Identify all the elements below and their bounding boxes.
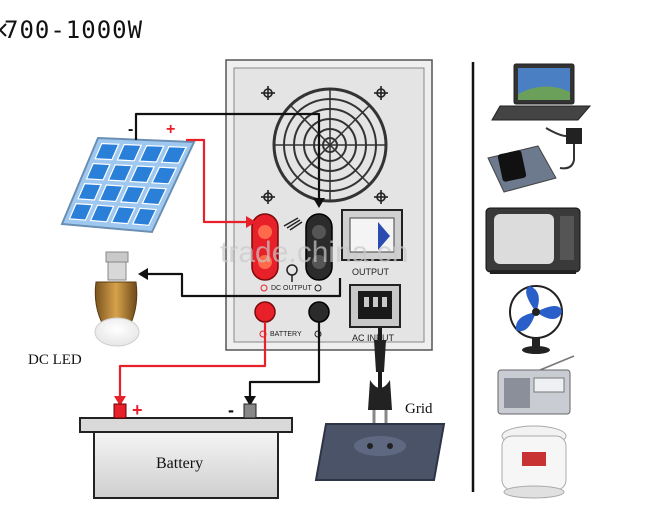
solar-cell — [141, 187, 168, 206]
switch-icon — [283, 217, 303, 282]
wiring — [114, 112, 342, 406]
battery-negative-terminal[interactable] — [308, 301, 330, 323]
fan-icon — [509, 285, 563, 354]
watermark: trade.china.cn — [220, 236, 408, 269]
solar-cell — [119, 185, 146, 204]
battery-icon — [79, 403, 293, 499]
solar-cell — [68, 202, 94, 221]
phone-charger-icon — [487, 127, 582, 193]
solar-cell — [85, 162, 111, 181]
output-label: OUTPUT — [352, 267, 390, 277]
solar-cell — [138, 144, 165, 163]
radio-icon — [497, 355, 575, 415]
solar-cell — [160, 145, 188, 164]
laptop-icon — [491, 63, 592, 121]
solar-cell — [77, 182, 102, 201]
dc-output-label: DC OUTPUT — [271, 285, 313, 292]
solar-cell — [116, 143, 143, 162]
tv-icon — [485, 207, 581, 274]
inverter-unit: DC OUTPUT BATTERY OUTPUT AC INPUT — [225, 59, 433, 351]
solar-cell — [107, 164, 133, 182]
solar-plus-label: + — [166, 121, 175, 138]
screw-icons — [261, 86, 388, 204]
battery-plus-label: + — [132, 400, 143, 420]
minus-marker-icon — [314, 284, 322, 292]
wall-socket-icon — [314, 423, 446, 481]
page-title: 700-1000W — [4, 16, 143, 44]
fan-guard-icon — [272, 87, 388, 203]
battery-terminal-label: BATTERY — [270, 331, 302, 338]
rice-cooker-icon — [501, 425, 567, 499]
solar-cell — [94, 142, 120, 161]
solar-cell — [131, 207, 158, 226]
solar-cell — [98, 184, 124, 203]
dc-led-label: DC LED — [28, 352, 82, 368]
grid-label: Grid — [405, 401, 433, 417]
battery-label: Battery — [156, 455, 203, 472]
solar-minus-label: - — [128, 121, 133, 138]
solar-cell — [110, 206, 136, 225]
title-fragment — [0, 23, 7, 37]
plus-marker-icon — [260, 284, 268, 292]
solar-cell — [151, 166, 178, 185]
ac-input-label: AC INPUT — [352, 333, 395, 343]
led-bulb-icon — [94, 251, 140, 347]
battery-positive-terminal[interactable] — [254, 301, 276, 323]
solar-cell — [129, 165, 156, 184]
battery-minus-label: - — [228, 400, 234, 420]
solar-cell — [89, 204, 115, 223]
solar-panel-icon — [60, 136, 196, 234]
